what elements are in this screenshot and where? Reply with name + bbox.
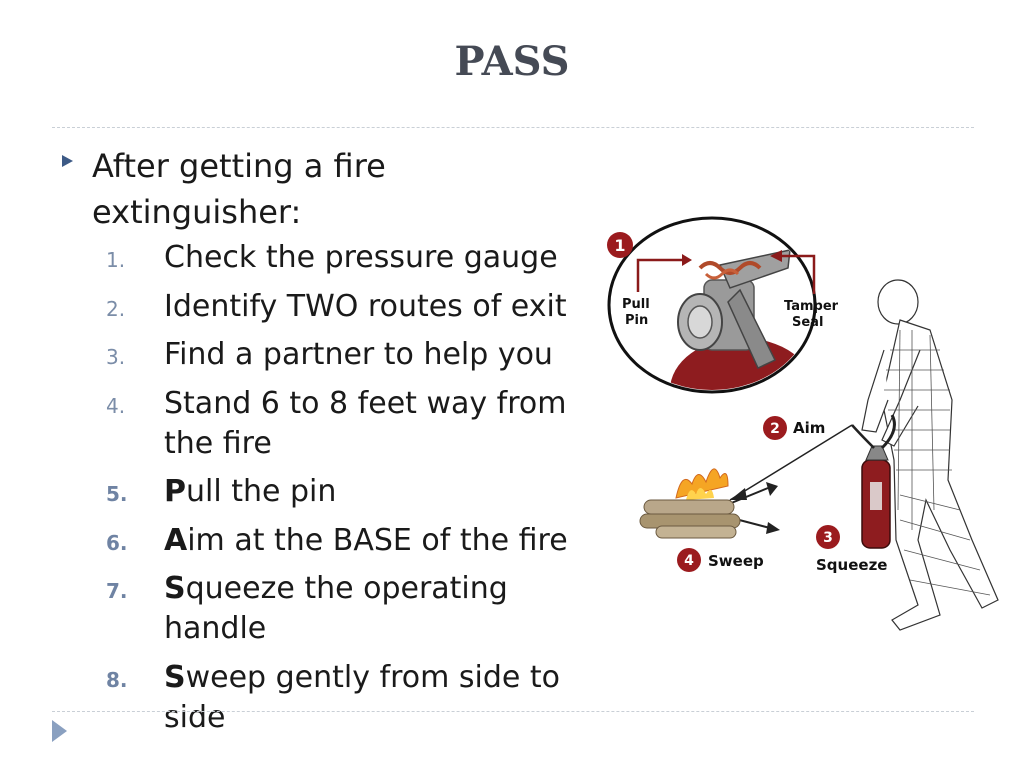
wireframe-person-icon bbox=[861, 279, 999, 631]
top-divider bbox=[52, 127, 974, 128]
cylinder-top-icon bbox=[670, 338, 813, 390]
step-number: 5. bbox=[106, 482, 128, 506]
callout-1-number: 1 bbox=[614, 236, 625, 255]
step-number: 1. bbox=[106, 248, 126, 272]
intro-text: After getting a fire extinguisher: bbox=[92, 147, 386, 231]
step-text: Aim at the BASE of the fire bbox=[164, 523, 568, 558]
next-slide-arrow-icon[interactable] bbox=[52, 720, 67, 742]
sweep-label: Sweep bbox=[708, 552, 764, 570]
step-text: Identify TWO routes of exit bbox=[164, 289, 567, 324]
step-text: Stand 6 to 8 feet way from the fire bbox=[164, 386, 567, 461]
callout-1-badge bbox=[607, 232, 633, 258]
triangle-bullet-icon bbox=[62, 155, 73, 167]
callout-2-badge bbox=[763, 416, 787, 440]
callout-4-badge bbox=[677, 548, 701, 572]
step-number: 6. bbox=[106, 531, 128, 555]
fire-logs-icon bbox=[639, 468, 741, 539]
pull-pin-label: Pull Pin bbox=[622, 297, 654, 328]
step-text: Sweep gently from side to side bbox=[164, 660, 561, 735]
tamper-seal-label: Tamper Seal bbox=[784, 299, 843, 330]
valve-inset: 1 Pull Pin Tamper Seal bbox=[607, 216, 843, 394]
squeeze-label: Squeeze bbox=[816, 556, 887, 574]
callout-4-number: 4 bbox=[684, 553, 694, 569]
step-text: Find a partner to help you bbox=[164, 337, 553, 372]
step-number: 4. bbox=[106, 394, 126, 418]
callout-3-badge bbox=[816, 525, 840, 549]
step-number: 8. bbox=[106, 668, 128, 692]
callout-3-number: 3 bbox=[823, 530, 833, 546]
slide-title: PASS bbox=[454, 38, 570, 85]
step-text: Pull the pin bbox=[164, 474, 337, 509]
aim-label: Aim bbox=[793, 419, 825, 437]
step-number: 2. bbox=[106, 297, 126, 321]
extinguisher-illustration: 1 Pull Pin Tamper Seal bbox=[607, 216, 999, 631]
bottom-divider bbox=[52, 711, 974, 712]
step-text: Check the pressure gauge bbox=[164, 240, 558, 275]
extinguisher-cylinder-icon bbox=[851, 414, 896, 549]
step-number: 7. bbox=[106, 579, 128, 603]
callout-2-number: 2 bbox=[770, 421, 780, 437]
step-number: 3. bbox=[106, 345, 126, 369]
step-text: Squeeze the operating handle bbox=[164, 571, 508, 646]
